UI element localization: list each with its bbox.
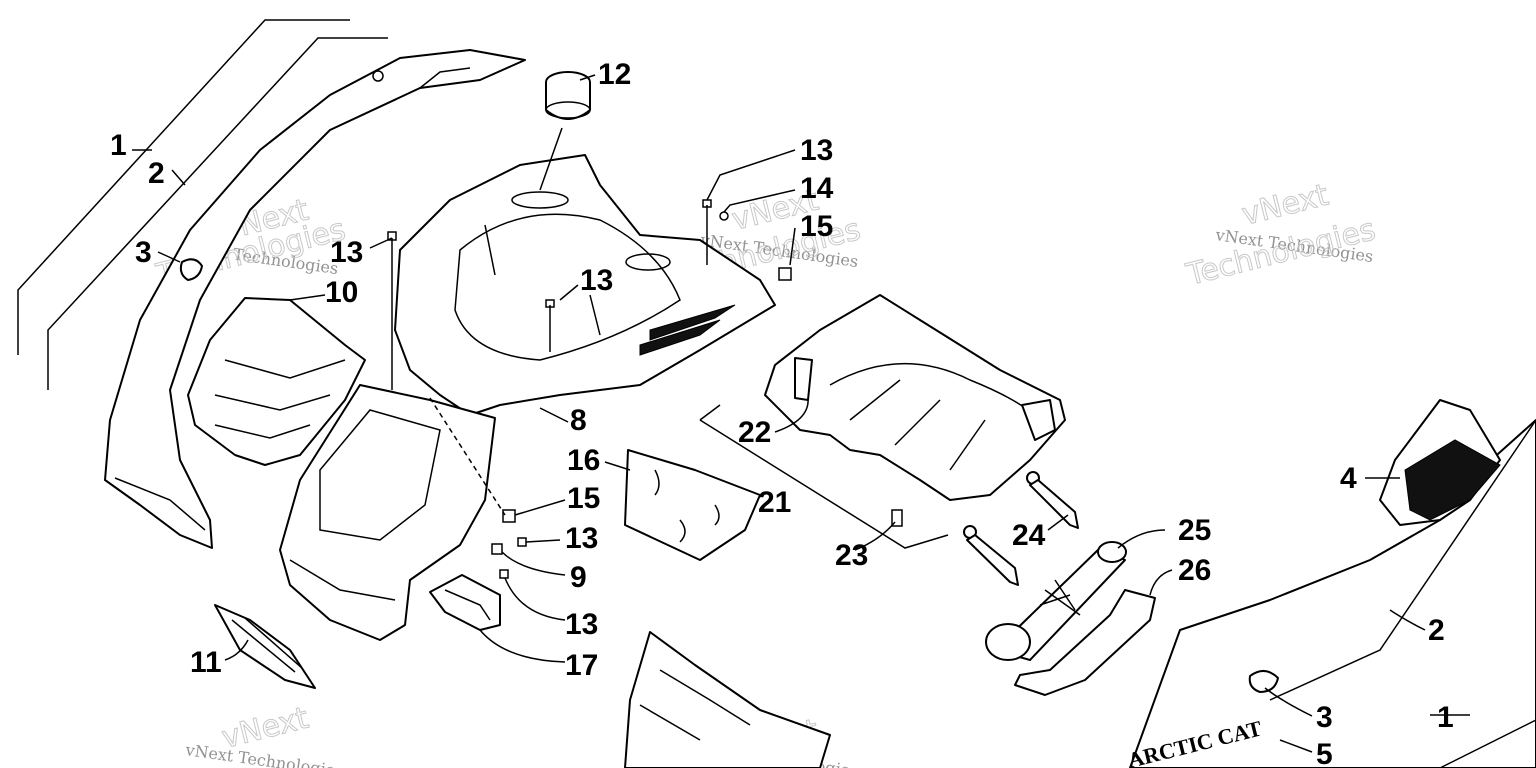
callout-3: 3 <box>135 236 152 269</box>
part-17-bracket <box>429 574 501 631</box>
part-21-console-tub <box>699 294 1066 549</box>
part-11-vent <box>214 604 316 689</box>
part-23-clip <box>891 509 903 527</box>
part-2-side-panel-right: ARCTIC CAT <box>1125 399 1536 768</box>
part-12-grommet <box>545 71 591 120</box>
callout-17: 17 <box>565 649 598 682</box>
callout-4: 4 <box>1340 462 1357 495</box>
part-16-screen <box>624 449 761 561</box>
part-3-bumper-left <box>179 258 203 281</box>
callout-15: 15 <box>567 482 600 515</box>
callout-14: 14 <box>800 172 834 205</box>
part-2-side-panel-left <box>104 49 526 549</box>
callout-15: 15 <box>800 210 833 243</box>
callout-25: 25 <box>1178 514 1211 547</box>
callout-8: 8 <box>570 404 587 437</box>
callout-13: 13 <box>330 236 363 269</box>
fasteners <box>387 199 792 579</box>
callout-26: 26 <box>1178 554 1211 587</box>
callout-24: 24 <box>1012 519 1046 552</box>
callout-13: 13 <box>800 134 833 167</box>
callout-3: 3 <box>1316 701 1333 734</box>
leader-lines <box>132 74 1470 753</box>
callout-21: 21 <box>758 486 791 519</box>
callout-22: 22 <box>738 416 771 449</box>
callout-13: 13 <box>580 264 613 297</box>
part-9-nose-cone <box>279 384 496 641</box>
callout-12: 12 <box>598 58 631 91</box>
part-25-tube <box>985 541 1127 661</box>
callout-1: 1 <box>1437 701 1454 734</box>
callout-9: 9 <box>570 561 587 594</box>
callout-labels: 1 2 3 13 10 12 13 13 14 15 8 16 15 13 9 … <box>110 58 1454 768</box>
part-8-main-hood <box>394 154 776 416</box>
callout-1: 1 <box>110 129 127 162</box>
callout-2: 2 <box>1428 614 1445 647</box>
callout-2: 2 <box>148 157 165 190</box>
callout-5: 5 <box>1316 738 1333 768</box>
callout-13: 13 <box>565 522 598 555</box>
part-1-trim-left <box>17 19 388 390</box>
callout-11: 11 <box>190 646 222 679</box>
part-10-duct <box>187 297 366 466</box>
callout-10: 10 <box>325 276 358 309</box>
callout-23: 23 <box>835 539 868 572</box>
callout-13: 13 <box>565 608 598 641</box>
part-26-cover <box>1014 589 1156 696</box>
callout-16: 16 <box>567 444 600 477</box>
part-lower-center-fragment <box>624 631 831 768</box>
